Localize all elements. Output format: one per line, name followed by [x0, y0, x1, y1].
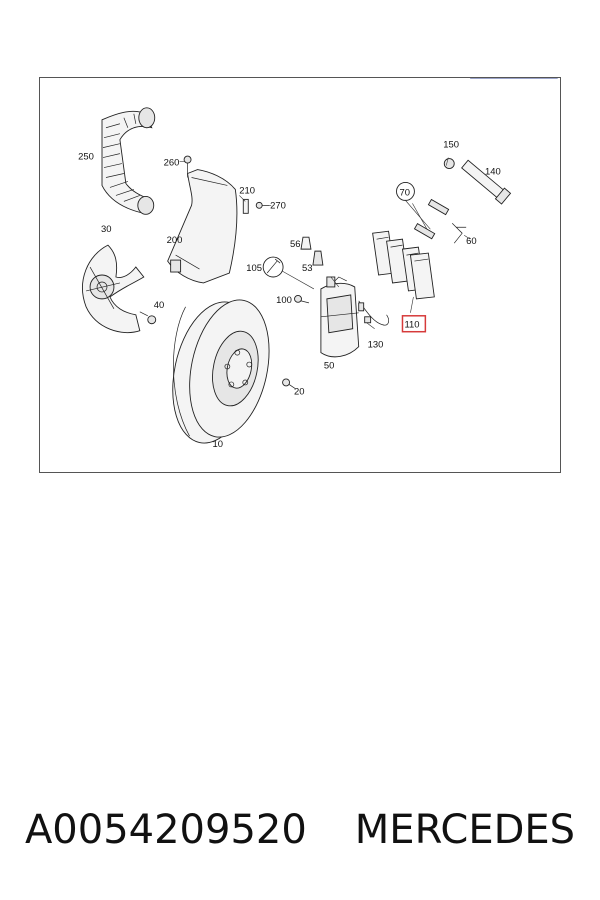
callout-260: 260 — [164, 158, 180, 169]
screw-270 — [255, 201, 270, 209]
bleeder-cap — [300, 236, 312, 250]
callout-140: 140 — [485, 167, 501, 178]
bolt-100 — [294, 294, 310, 304]
highlight-box-110 — [401, 315, 427, 333]
screw-20 — [282, 378, 296, 389]
callout-leaders — [179, 157, 471, 329]
callout-40: 40 — [154, 300, 165, 311]
clip-210 — [242, 198, 249, 214]
brand-name: MERCEDES — [354, 807, 576, 853]
brake-disc — [172, 299, 270, 444]
callout-250: 250 — [78, 152, 94, 163]
guide-pins — [396, 182, 450, 240]
bleeder-screw — [312, 250, 324, 266]
parts-diagram: 250 260 210 270 200 30 40 10 20 105 56 5… — [39, 77, 561, 473]
spring-clip — [451, 223, 467, 244]
air-duct-hose — [101, 107, 156, 215]
exploded-brake-diagram: 250 260 210 270 200 30 40 10 20 105 56 5… — [78, 78, 558, 450]
bolt-40 — [139, 311, 157, 325]
backing-plate — [82, 244, 145, 334]
guide-sleeve — [461, 159, 512, 205]
callout-130: 130 — [368, 340, 384, 351]
callout-210: 210 — [239, 185, 255, 196]
brake-pads — [372, 230, 435, 300]
brake-caliper — [320, 276, 360, 358]
callout-60: 60 — [466, 236, 477, 247]
bolt-260 — [183, 155, 192, 178]
callout-56: 56 — [290, 239, 300, 250]
callout-10: 10 — [212, 439, 223, 450]
callout-270: 270 — [270, 200, 286, 211]
callout-150: 150 — [443, 140, 459, 151]
callout-50: 50 — [324, 361, 335, 372]
callout-53: 53 — [302, 263, 313, 274]
wear-sensor — [358, 300, 389, 326]
callout-20: 20 — [294, 386, 304, 397]
splash-shield — [167, 169, 238, 284]
callout-200: 200 — [167, 235, 183, 246]
sleeve-cap — [443, 158, 455, 169]
part-number: A0054209520 — [24, 807, 307, 853]
callout-70: 70 — [399, 187, 410, 198]
wrench-symbol — [262, 256, 315, 290]
product-caption: A0054209520 MERCEDES — [10, 800, 590, 860]
callout-105: 105 — [246, 263, 262, 274]
callout-110: 110 — [404, 320, 419, 331]
callout-100: 100 — [276, 295, 292, 306]
callout-30: 30 — [101, 224, 112, 235]
